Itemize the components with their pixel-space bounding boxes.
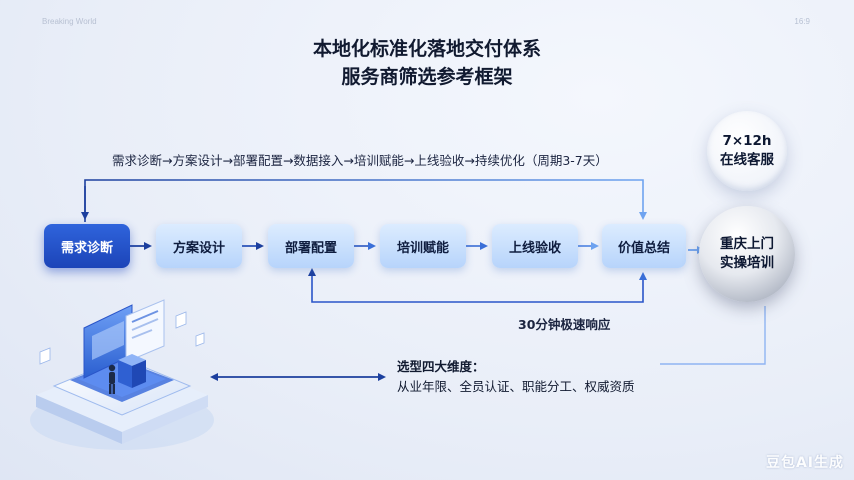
- onsite-training-line2: 实操培训: [720, 255, 774, 271]
- selection-heading: 选型四大维度：: [397, 359, 485, 374]
- step-deployment-config: 部署配置: [268, 224, 354, 268]
- onsite-training-badge: 重庆上门 实操培训: [699, 206, 795, 302]
- step-acceptance: 上线验收: [492, 224, 578, 268]
- response-time-note: 30分钟极速响应: [518, 317, 611, 332]
- brand-label: Breaking World: [42, 17, 97, 26]
- bottom-loop-arrow: [308, 268, 647, 303]
- page-title: 本地化标准化落地交付体系: [312, 38, 541, 60]
- flow-summary: 需求诊断→方案设计→部署配置→数据接入→培训赋能→上线验收→持续优化（周期3-7…: [112, 153, 608, 168]
- step-value-summary: 价值总结: [602, 224, 686, 268]
- online-service-hours: 7×12h: [722, 133, 772, 149]
- top-loop-arrow: [84, 179, 647, 222]
- watermark: 豆包AI生成: [765, 455, 844, 471]
- onsite-connector: [660, 306, 766, 365]
- onsite-training-line1: 重庆上门: [720, 236, 774, 252]
- online-service-label: 在线客服: [720, 152, 774, 168]
- selection-dimensions: 从业年限、全员认证、职能分工、权威资质: [397, 379, 635, 394]
- step-solution-design: 方案设计: [156, 224, 242, 268]
- aspect-ratio-label: 16:9: [794, 17, 810, 26]
- step-demand-diagnosis: 需求诊断: [44, 224, 130, 268]
- online-service-badge: 7×12h 在线客服: [707, 111, 787, 191]
- server-platform-illustration: [30, 299, 214, 450]
- page-subtitle: 服务商筛选参考框架: [341, 66, 513, 88]
- step-training: 培训赋能: [380, 224, 466, 268]
